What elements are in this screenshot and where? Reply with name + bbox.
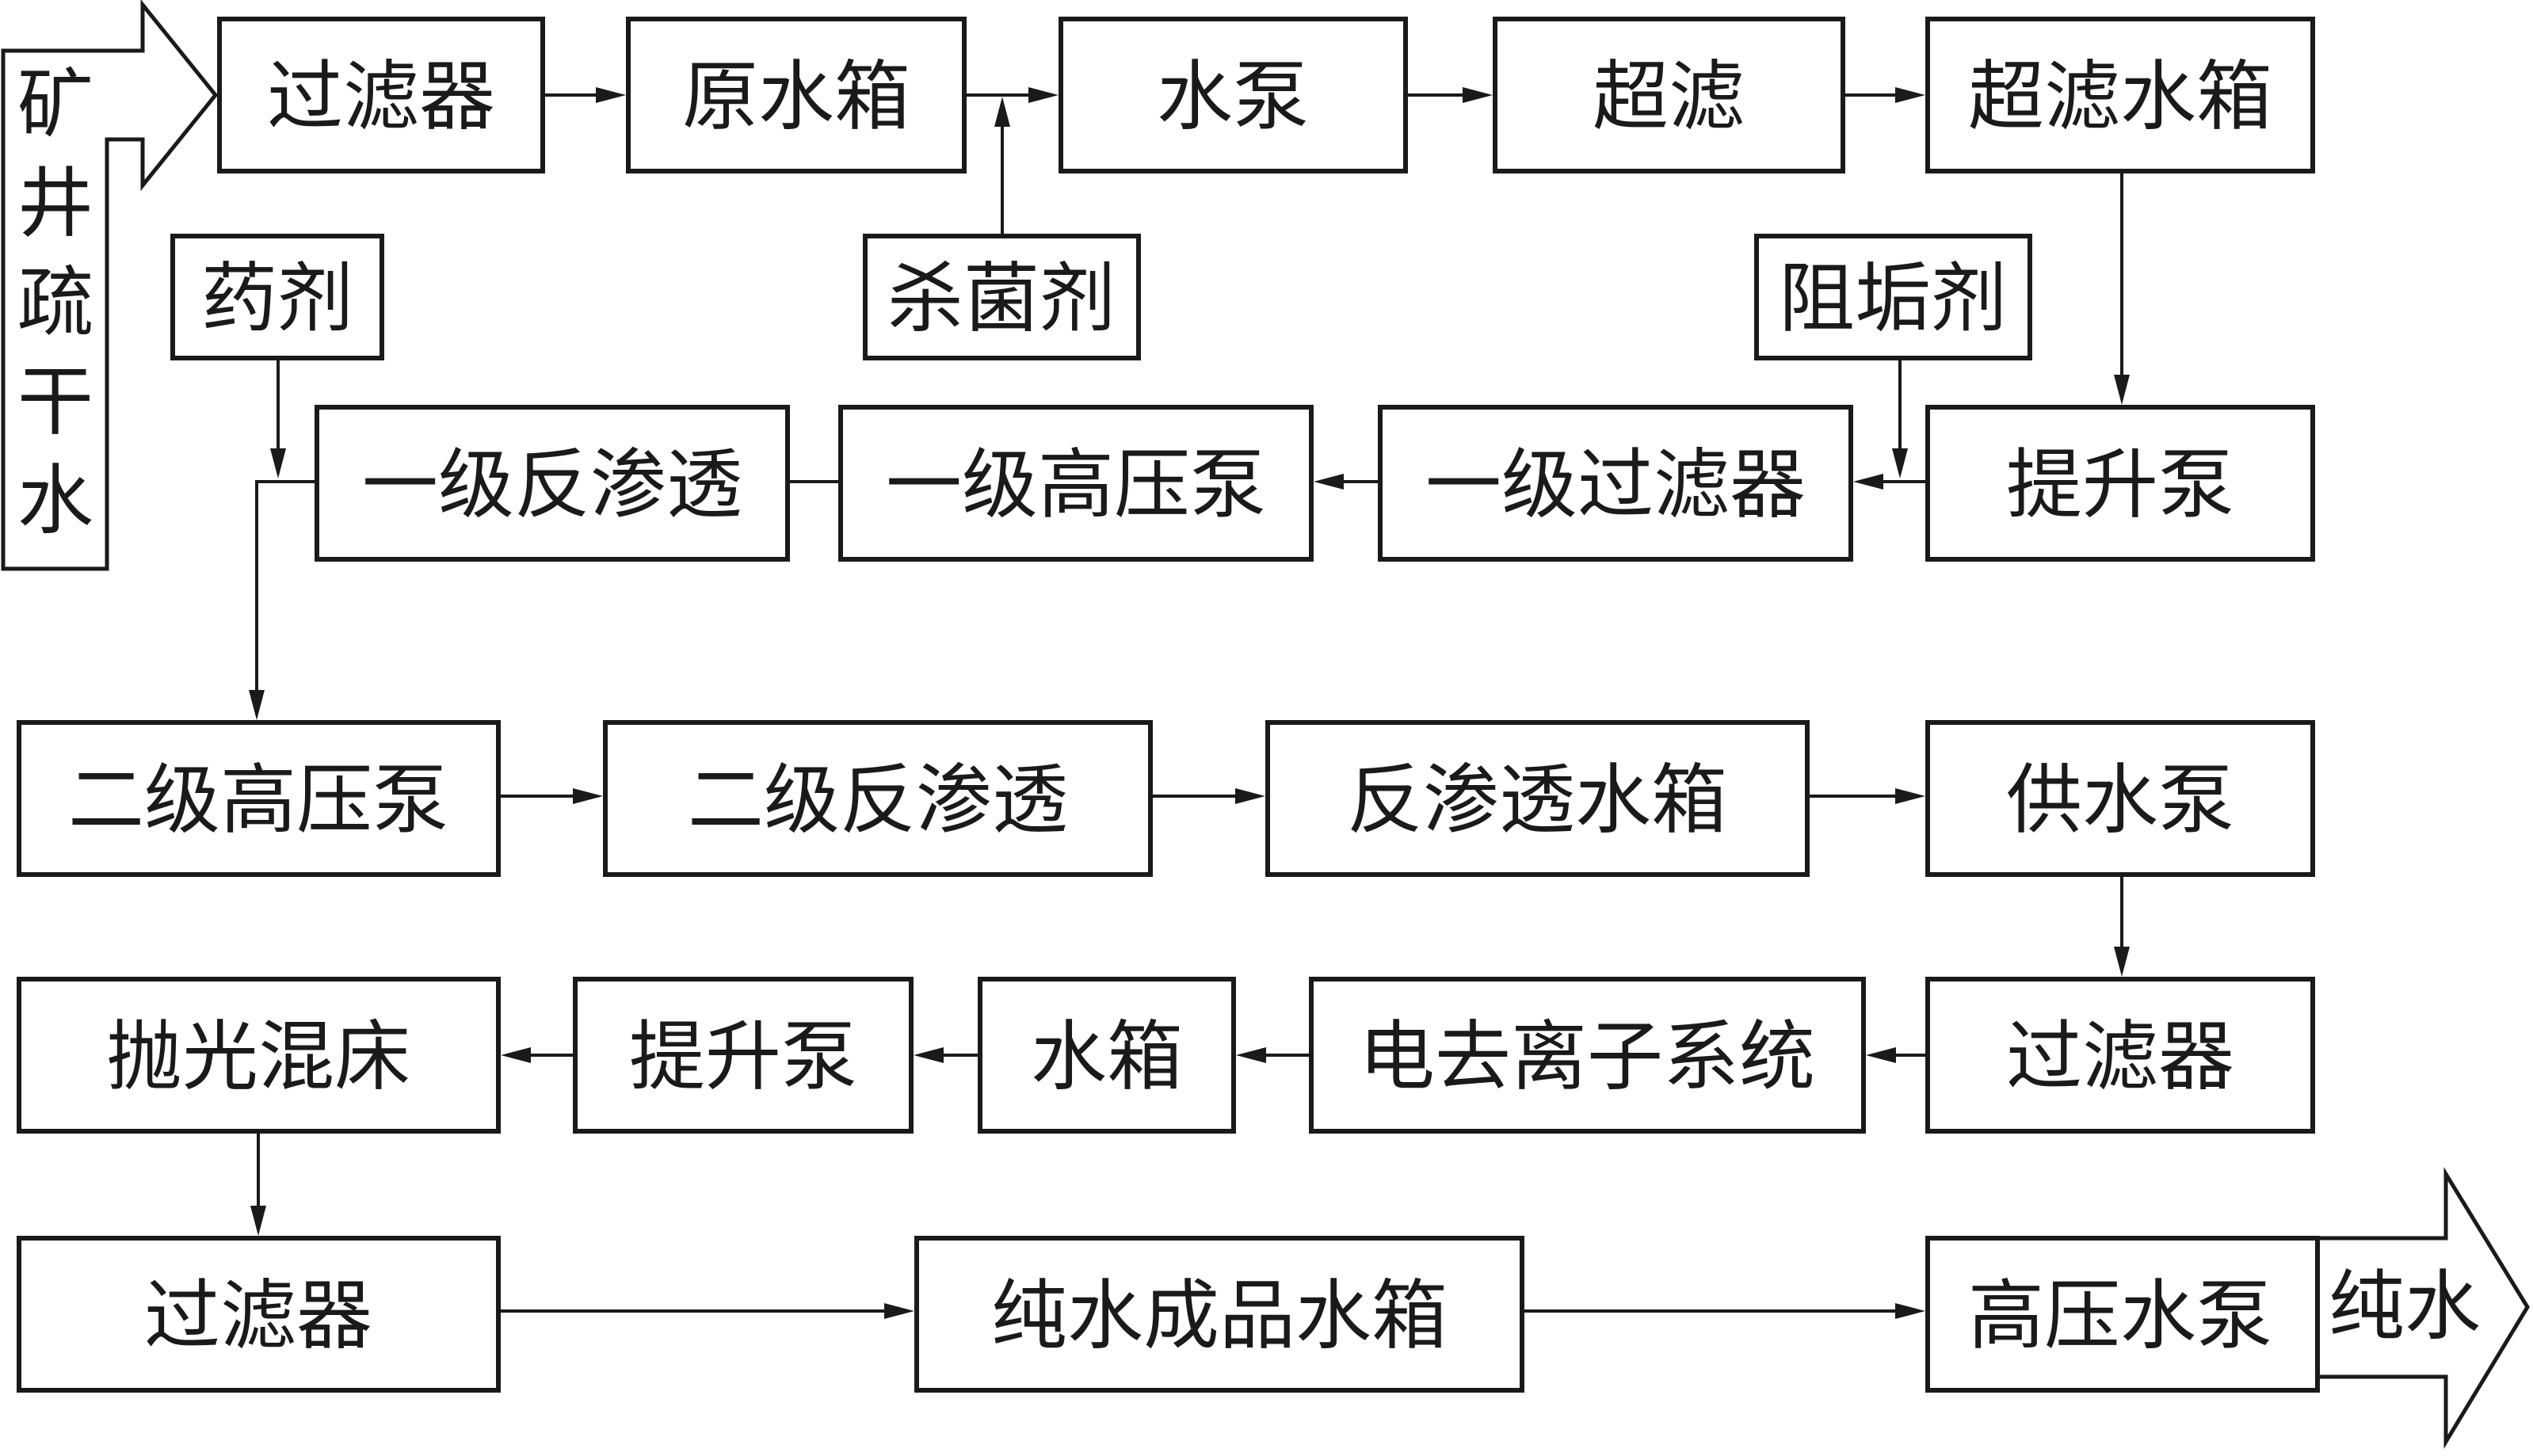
svg-text:高压水泵: 高压水泵 xyxy=(1968,1271,2272,1360)
input-label-char-1: 矿 xyxy=(17,60,93,149)
svg-text:超滤水箱: 超滤水箱 xyxy=(1968,52,2272,141)
svg-text:二级反渗透: 二级反渗透 xyxy=(688,756,1068,844)
connector-lift-pump2-to-polish-bed xyxy=(501,1047,573,1063)
connector-hp-pump2-to-ro2 xyxy=(501,788,603,804)
node-ro2: 二级反渗透 xyxy=(603,720,1153,877)
svg-text:一级过滤器: 一级过滤器 xyxy=(1425,440,1806,529)
node-antiscalant: 阻垢剂 xyxy=(1754,234,2032,360)
connector-supply-pump-down xyxy=(2114,877,2130,977)
node-tank: 水箱 xyxy=(978,977,1236,1134)
svg-text:水箱: 水箱 xyxy=(1031,1012,1183,1101)
svg-text:药剂: 药剂 xyxy=(201,254,353,343)
node-filter-top: 过滤器 xyxy=(217,17,545,173)
svg-text:提升泵: 提升泵 xyxy=(629,1012,857,1101)
connector-pure-tank-to-hp-water-pump xyxy=(1524,1303,1925,1319)
node-lift-pump2: 提升泵 xyxy=(573,977,914,1134)
node-pure-tank: 纯水成品水箱 xyxy=(914,1236,1524,1393)
connector-raw-tank-to-pump xyxy=(967,87,1059,103)
node-hp-pump1: 一级高压泵 xyxy=(838,405,1314,562)
node-edi: 电去离子系统 xyxy=(1309,977,1866,1134)
svg-text:阻垢剂: 阻垢剂 xyxy=(1779,254,2007,343)
output-label: 纯水 xyxy=(2329,1262,2481,1351)
connector-chemical-down xyxy=(270,360,286,478)
node-uf-tank: 超滤水箱 xyxy=(1925,17,2315,173)
node-polish-bed: 抛光混床 xyxy=(17,977,501,1134)
node-filter1: 一级过滤器 xyxy=(1378,405,1853,562)
connector-polish-bed-down xyxy=(250,1134,266,1236)
svg-text:一级高压泵: 一级高压泵 xyxy=(886,440,1266,529)
connector-filter-to-raw-tank xyxy=(545,87,626,103)
svg-text:过滤器: 过滤器 xyxy=(267,52,495,141)
input-label-char-2: 井 xyxy=(17,159,93,248)
node-filter-bottom: 过滤器 xyxy=(17,1236,501,1393)
input-arrow xyxy=(1,0,219,571)
node-water-pump: 水泵 xyxy=(1059,17,1408,173)
node-uf: 超滤 xyxy=(1493,17,1845,173)
svg-text:一级反渗透: 一级反渗透 xyxy=(362,440,742,529)
svg-text:供水泵: 供水泵 xyxy=(2006,756,2234,844)
connector-filter-mid-to-edi xyxy=(1866,1047,1925,1063)
input-label-char-4: 干 xyxy=(17,357,93,446)
connector-edi-to-tank xyxy=(1236,1047,1309,1063)
connector-bactericide-up xyxy=(994,97,1010,234)
input-label-char-5: 水 xyxy=(17,456,93,545)
connector-filter-bottom-to-pure-tank xyxy=(501,1303,914,1319)
node-raw-tank: 原水箱 xyxy=(626,17,967,173)
connector-uf-to-uf-tank xyxy=(1845,87,1925,103)
svg-text:超滤: 超滤 xyxy=(1593,52,1745,141)
node-ro-tank: 反渗透水箱 xyxy=(1265,720,1810,877)
svg-text:过滤器: 过滤器 xyxy=(144,1271,372,1360)
svg-text:杀菌剂: 杀菌剂 xyxy=(887,254,1116,343)
node-hp-water-pump: 高压水泵 xyxy=(1925,1236,2320,1393)
svg-text:二级高压泵: 二级高压泵 xyxy=(68,756,448,844)
svg-text:反渗透水箱: 反渗透水箱 xyxy=(1347,756,1727,844)
node-filter-mid: 过滤器 xyxy=(1925,977,2315,1134)
svg-text:过滤器: 过滤器 xyxy=(2006,1012,2234,1101)
input-label-char-3: 疏 xyxy=(17,258,93,347)
connector-filter1-to-hp-pump1 xyxy=(1314,474,1378,490)
node-bactericide: 杀菌剂 xyxy=(863,234,1141,360)
node-hp-pump2: 二级高压泵 xyxy=(17,720,501,877)
connector-uf-tank-down xyxy=(2114,173,2130,405)
svg-text:提升泵: 提升泵 xyxy=(2006,440,2234,529)
svg-text:原水箱: 原水箱 xyxy=(682,52,910,141)
svg-text:水泵: 水泵 xyxy=(1157,52,1309,141)
svg-text:纯水成品水箱: 纯水成品水箱 xyxy=(991,1271,1448,1360)
node-chemical: 药剂 xyxy=(170,234,384,360)
svg-text:抛光混床: 抛光混床 xyxy=(106,1012,410,1101)
connector-antiscalant-down xyxy=(1892,360,1908,478)
connector-ro-tank-to-supply-pump xyxy=(1810,788,1925,804)
svg-text:电去离子系统: 电去离子系统 xyxy=(1359,1012,1815,1101)
connector-pump-to-uf xyxy=(1408,87,1493,103)
connector-ro1-to-hp-pump2 xyxy=(249,480,315,720)
output-arrow xyxy=(2315,1167,2530,1449)
connector-ro2-to-ro-tank xyxy=(1153,788,1265,804)
connector-tank-to-lift-pump2 xyxy=(914,1047,978,1063)
node-lift-pump1: 提升泵 xyxy=(1925,405,2315,562)
node-ro1: 一级反渗透 xyxy=(315,405,790,562)
node-supply-pump: 供水泵 xyxy=(1925,720,2315,877)
connector-lift-pump1-to-filter1 xyxy=(1853,474,1925,490)
